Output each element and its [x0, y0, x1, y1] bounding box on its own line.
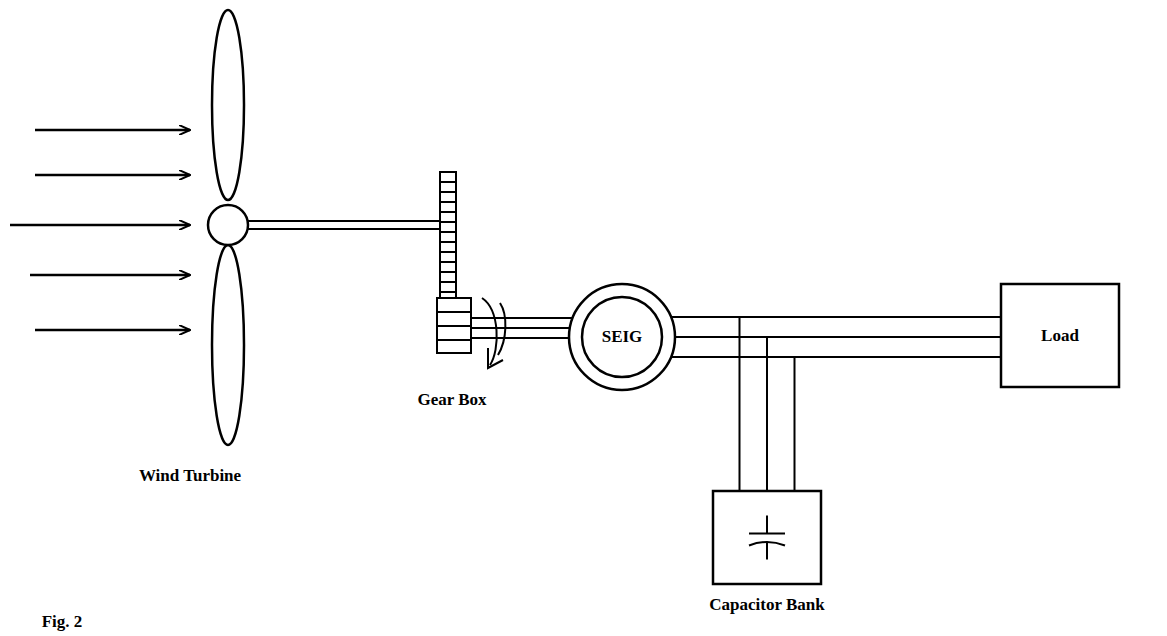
gearbox-label: Gear Box — [417, 390, 486, 410]
turbine-shaft — [248, 221, 448, 229]
generator-circle: SEIG — [567, 282, 677, 392]
figure-label: Fig. 2 — [42, 612, 83, 632]
three-phase-connector — [671, 317, 794, 490]
wind-arrows — [10, 130, 190, 330]
wire-path — [671, 317, 794, 490]
capacitor-bank-box-outline — [712, 490, 822, 585]
gear-wheel — [440, 172, 456, 302]
turbine-blades — [208, 10, 248, 445]
capacitor-bank-box: Capacitor Bank — [712, 490, 822, 585]
node-label: SEIG — [602, 327, 643, 347]
node-label: Load — [1041, 326, 1079, 346]
node-label: Capacitor Bank — [709, 595, 824, 615]
generator-shaft — [471, 318, 572, 338]
gear-box-block — [437, 298, 471, 353]
load-box: Load — [1000, 283, 1120, 388]
turbine-label: Wind Turbine — [139, 466, 241, 486]
rotation-arrow — [482, 298, 505, 368]
